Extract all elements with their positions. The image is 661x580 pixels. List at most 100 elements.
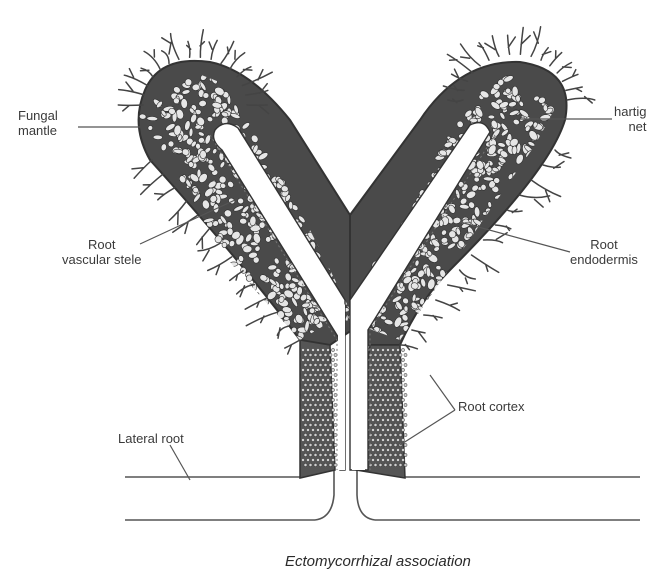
hartig-net-cell: [301, 368, 304, 371]
hartig-net-cell: [331, 358, 334, 361]
hartig-net-cell: [384, 363, 387, 366]
hartig-net-cell: [384, 403, 387, 406]
cortex-cell: [259, 305, 265, 312]
hartig-net-cell: [379, 353, 382, 356]
hartig-net-cell: [301, 388, 304, 391]
cortex-cell: [282, 336, 287, 346]
hartig-net-cell: [316, 408, 319, 411]
hartig-net-cell: [311, 448, 314, 451]
hartig-net-cell: [399, 453, 402, 456]
hartig-net-cell: [376, 428, 379, 431]
hartig-net-cell: [321, 458, 324, 461]
hartig-net-cell: [389, 353, 392, 356]
hartig-net-cell: [401, 408, 404, 411]
hartig-net-cell: [391, 398, 394, 401]
hartig-net-cell: [324, 423, 327, 426]
hartig-net-cell: [394, 393, 397, 396]
hartig-net-cell: [374, 463, 377, 466]
hartig-net-cell: [326, 448, 329, 451]
cortex-cell: [288, 201, 293, 209]
hartig-net-cell: [391, 418, 394, 421]
hartig-net-cell: [386, 348, 389, 351]
hartig-net-cell: [331, 378, 334, 381]
hartig-net-cell: [311, 388, 314, 391]
cortex-cell: [512, 146, 517, 155]
hartig-net-cell: [329, 433, 332, 436]
hypha: [132, 160, 152, 178]
hypha: [543, 162, 564, 169]
cortex-cell: [488, 115, 495, 119]
hartig-net-cell: [316, 438, 319, 441]
hartig-net-cell: [394, 363, 397, 366]
hartig-net-cell: [384, 353, 387, 356]
hartig-net-cell: [321, 448, 324, 451]
hypha: [508, 35, 516, 54]
hypha: [507, 209, 522, 212]
hartig-net-cell: [314, 393, 317, 396]
lateral-root-outline: [125, 470, 640, 520]
hartig-net-cell: [404, 373, 407, 376]
hartig-net-cell: [379, 423, 382, 426]
hartig-net-cell: [304, 443, 307, 446]
hartig-net-cell: [371, 408, 374, 411]
hartig-net-cell: [309, 403, 312, 406]
hypha: [246, 312, 277, 325]
label-fungal-mantle: Fungal mantle: [18, 108, 58, 138]
hartig-net-cell: [404, 453, 407, 456]
hartig-net-cell: [374, 373, 377, 376]
hartig-net-cell: [321, 358, 324, 361]
hartig-net-cell: [306, 378, 309, 381]
hartig-net-cell: [321, 398, 324, 401]
hartig-net-cell: [404, 443, 407, 446]
hartig-net-cell: [326, 458, 329, 461]
hartig-net-cell: [391, 408, 394, 411]
hartig-net-cell: [384, 383, 387, 386]
hartig-net-cell: [331, 448, 334, 451]
hartig-net-cell: [329, 463, 332, 466]
cortex-cell: [437, 288, 447, 298]
hartig-net-cell: [389, 413, 392, 416]
hypha: [200, 30, 204, 58]
hartig-net-cell: [306, 448, 309, 451]
hartig-net-cell: [304, 453, 307, 456]
hartig-net-cell: [399, 463, 402, 466]
hartig-net-cell: [371, 458, 374, 461]
hartig-net-cell: [389, 383, 392, 386]
hartig-net-cell: [371, 428, 374, 431]
hartig-net-cell: [304, 363, 307, 366]
leader-root-cortex-1: [430, 375, 455, 410]
hartig-net-cell: [301, 428, 304, 431]
cortex-cell: [230, 262, 238, 266]
hartig-net-cell: [301, 408, 304, 411]
hartig-net-cell: [374, 413, 377, 416]
hartig-net-cell: [379, 443, 382, 446]
hartig-net-cell: [381, 388, 384, 391]
label-hartig-net-line1: hartig: [614, 104, 647, 119]
hartig-net-cell: [389, 403, 392, 406]
hartig-net-cell: [326, 398, 329, 401]
hartig-net-cell: [374, 433, 377, 436]
hartig-net-cell: [381, 418, 384, 421]
hypha: [169, 202, 186, 225]
hartig-net-cell: [331, 348, 334, 351]
hartig-net-cell: [381, 448, 384, 451]
hartig-net-cell: [309, 463, 312, 466]
hartig-net-cell: [391, 458, 394, 461]
hartig-net-cell: [314, 363, 317, 366]
hartig-net-cell: [394, 423, 397, 426]
label-root-endodermis: Root endodermis: [570, 237, 638, 267]
hartig-net-cell: [399, 413, 402, 416]
hartig-net-cell: [381, 378, 384, 381]
hartig-net-cell: [326, 368, 329, 371]
hartig-net-cell: [324, 403, 327, 406]
hypha: [520, 28, 530, 55]
cortex-cell: [239, 218, 247, 225]
hartig-net-cell: [381, 438, 384, 441]
hartig-net-cell: [371, 388, 374, 391]
cortex-cell: [277, 311, 284, 319]
hartig-net-cell: [391, 438, 394, 441]
hartig-net-cell: [314, 463, 317, 466]
hartig-net-cell: [394, 443, 397, 446]
hartig-net-cell: [374, 393, 377, 396]
